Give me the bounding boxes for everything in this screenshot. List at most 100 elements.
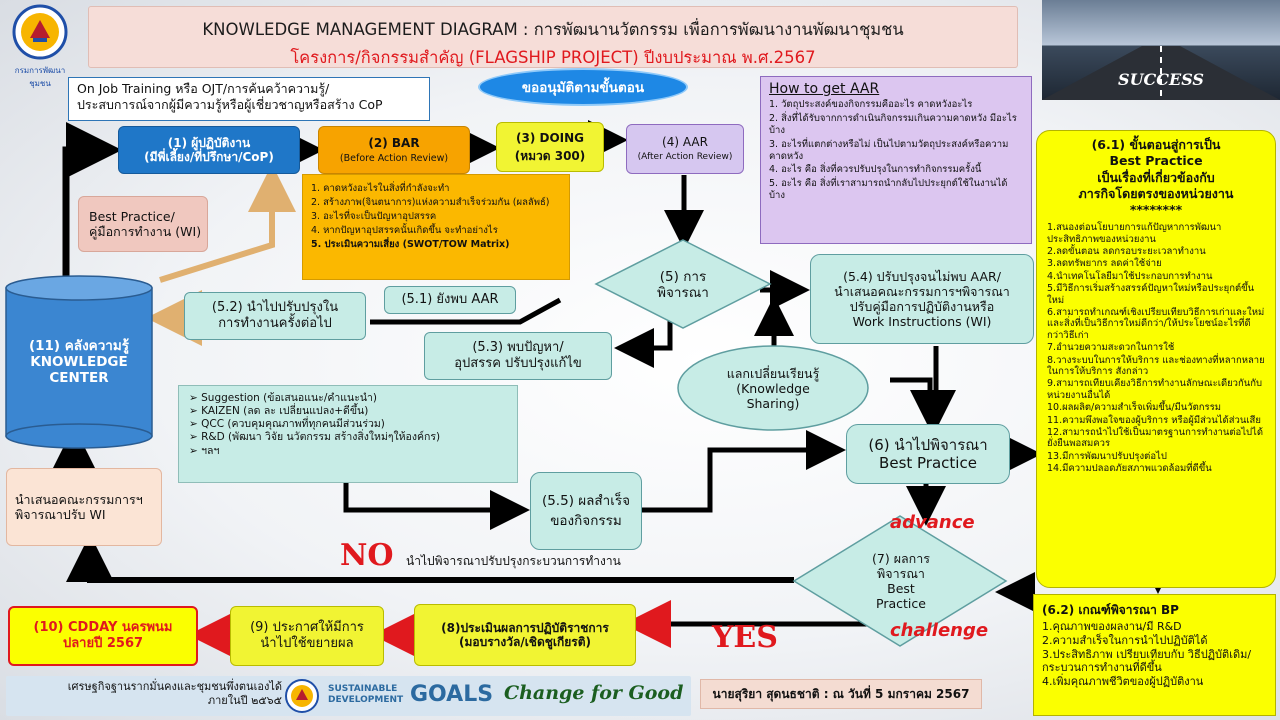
ks-line2: (Knowledge [736, 380, 810, 396]
knowledge-center: (11) คลังความรู้ KNOWLEDGE CENTER [6, 314, 152, 410]
s55-line2: ของกิจกรรม [550, 513, 622, 529]
bp61-item: 5.มีวิธีการเริ่มสร้างสรรค์ปัญหาใหม่หรือป… [1047, 283, 1255, 306]
s54-line2: นำเสนอคณะกรรมการฯพิจารณา [834, 284, 1010, 299]
bar-item: 4. หากปัญหาอุปสรรคนั้นเกิดขึ้น จะทำอย่าง… [311, 224, 498, 236]
s53-line1: (5.3) พบปัญหา/ [472, 340, 564, 356]
challenge-label: challenge [890, 620, 989, 641]
change-for-good-text: Change for Good [504, 682, 684, 704]
success-road-image: SUCCESS [1042, 0, 1280, 100]
step3-line2: (หมวด 300) [514, 148, 586, 163]
arrow-bullet-icon: ➢ [189, 418, 202, 431]
bp62-item: 2.ความสำเร็จในการนำไปปฏิบัติได้ [1042, 633, 1208, 647]
approval-cloud: ขออนุมัติตามขั้นตอน [478, 68, 688, 106]
step2-box: (2) BAR (Before Action Review) [318, 126, 470, 174]
author-date-box: นายสุริยา สุดนธชาติ : ณ วันที่ 5 มกราคม … [700, 679, 982, 709]
arrow-bullet-icon: ➢ [189, 444, 202, 457]
method-item: ➢ KAIZEN (ลด ละ เปลี่ยนแปลง+ดีขึ้น) [189, 405, 369, 418]
step3-line1: (3) DOING [515, 131, 584, 146]
committee-line2: พิจารณาปรับ WI [15, 507, 106, 522]
step8-box: (8)ประเมินผลการปฏิบัติราชการ (มอบรางวัล/… [414, 604, 636, 666]
no-label: NO [340, 538, 394, 573]
bp-criteria-box: (6.2) เกณฑ์พิจารณา BP 1.คุณภาพของผลงาน/ม… [1033, 594, 1276, 716]
step-5-2-box: (5.2) นำไปปรับปรุงใน การทำงานครั้งต่อไป [184, 292, 366, 340]
footer-banner: เศรษฐกิจฐานรากมั่นคงและชุมชนพึ่งตนเองได้… [6, 676, 691, 716]
method-item: ➢ QCC (ควบคุมคุณภาพที่ทุกคนมีส่วนร่วม) [189, 418, 385, 431]
bp61-item: 13.มีการพัฒนาปรับปรุงต่อไป [1047, 450, 1167, 462]
knowledge-sharing: แลกเปลี่ยนเรียนรู้ (Knowledge Sharing) [690, 358, 856, 418]
ks-ellipse-shape [677, 345, 869, 431]
method-item: ➢ ฯลฯ [189, 444, 220, 457]
step-5-5-box: (5.5) ผลสำเร็จ ของกิจกรรม [530, 472, 642, 550]
s10-line2: ปลายปี 2567 [62, 636, 144, 651]
ks-line3: Sharing) [746, 395, 800, 411]
step1-line2: (มีพี่เลี้ยง/ที่ปรึกษา/CoP) [144, 150, 274, 164]
bp-wi-line1: Best Practice/ [89, 209, 175, 224]
arrow-bullet-icon: ➢ [189, 392, 202, 404]
step-5-3-box: (5.3) พบปัญหา/ อุปสรรค ปรับปรุงแก้ไข [424, 332, 612, 380]
improvement-methods-box: ➢ Suggestion (ข้อเสนอแนะ/คำแนะนำ) ➢ KAIZ… [178, 385, 518, 483]
ks-line1: แลกเปลี่ยนเรียนรู้ [726, 365, 820, 381]
how-to-get-aar-title: How to get AAR [769, 81, 880, 97]
bar-item: 3. อะไรที่จะเป็นปัญหาอุปสรรค [311, 210, 437, 222]
aar-item: 4. อะไร คือ สิ่งที่ควรปรับปรุงในการทำกิจ… [769, 164, 982, 176]
s54-line4: Work Instructions (WI) [852, 314, 992, 329]
aar-item: 5. อะไร คือ สิ่งที่เราสามารถนำกลับไปประย… [769, 178, 1008, 202]
s7-line4: Practice [876, 596, 926, 611]
s7-diamond-shape [792, 515, 1008, 647]
success-text: SUCCESS [1118, 70, 1204, 89]
s7-line1: (7) ผลการ [872, 551, 930, 566]
step2-line1: (2) BAR [368, 135, 420, 150]
s8-line1: (8)ประเมินผลการปฏิบัติราชการ [441, 620, 609, 635]
sdg-text: SUSTAINABLE DEVELOPMENT [328, 684, 404, 705]
step9-box: (9) ประกาศให้มีการ นำไปใช้ขยายผล [230, 606, 384, 666]
s6-line2: Best Practice [879, 454, 977, 472]
logo-caption: กรมการพัฒนาชุมชน [14, 66, 66, 88]
step1-box: (1) ผู้ปฏิบัติงาน (มีพี่เลี้ยง/ที่ปรึกษา… [118, 126, 300, 174]
kc-cylinder-shape [5, 275, 153, 449]
title-banner: KNOWLEDGE MANAGEMENT DIAGRAM : การพัฒนาน… [88, 6, 1018, 68]
no-description: นำไปพิจารณาปรับปรุงกระบวนการทำงาน [406, 554, 621, 568]
step-5-4-box: (5.4) ปรับปรุงจนไม่พบ AAR/ นำเสนอคณะกรรม… [810, 254, 1034, 344]
s51-text: (5.1) ยังพบ AAR [401, 292, 499, 308]
s5-line2: พิจารณา [657, 285, 709, 301]
title-line1: KNOWLEDGE MANAGEMENT DIAGRAM : การพัฒนาน… [202, 20, 904, 39]
method-item: ➢ Suggestion (ข้อเสนอแนะ/คำแนะนำ) [189, 392, 378, 404]
committee-line1: นำเสนอคณะกรรมการฯ [15, 492, 143, 507]
bp61-heading2: Best Practice [1109, 153, 1203, 169]
bp61-item: 2.ลดขั้นตอน ลดกรอบระยะเวลาทำงาน [1047, 246, 1206, 258]
bp61-item: 7.อำนวยความสะดวกในการใช้ [1047, 342, 1175, 354]
s53-line2: อุปสรรค ปรับปรุงแก้ไข [454, 356, 582, 371]
step-5-1-box: (5.1) ยังพบ AAR [384, 286, 516, 314]
s5-diamond-shape [594, 239, 772, 329]
s7-line2: พิจารณา [877, 566, 925, 581]
aar-item: 1. วัตถุประสงค์ของกิจกรรมคืออะไร คาดหวัง… [769, 99, 973, 110]
arrow-bullet-icon: ➢ [189, 431, 202, 444]
bp61-item: 1.สนองต่อนโยบายการแก้ปัญหาการพัฒนาประสิท… [1047, 222, 1222, 245]
s9-line1: (9) ประกาศให้มีการ [250, 620, 364, 636]
bp61-item: 14.มีความปลอดภัยสภาพแวดล้อมที่ดีขึ้น [1047, 463, 1212, 475]
s10-line1: (10) CDDAY นครพนม [33, 620, 173, 636]
bp61-item: 12.สามารถนำไปใช้เป็นมาตรฐานการทำงานต่อไป… [1047, 426, 1264, 450]
bp61-item: 11.ความพึงพอใจของผู้บริการ หรือผู้มีส่วน… [1047, 414, 1261, 426]
bp62-item: 3.ประสิทธิภาพ เปรียบเทียบกับ วิธีปฏิบัติ… [1042, 647, 1252, 675]
footer-econ-text: เศรษฐกิจฐานรากมั่นคงและชุมชนพึ่งตนเองได้… [67, 680, 282, 707]
method-item: ➢ R&D (พัฒนา วิจัย นวัตกรรม สร้างสิ่งใหม… [189, 431, 441, 444]
step3-box: (3) DOING (หมวด 300) [496, 122, 604, 172]
aar-item: 2. สิ่งที่ได้รับจากการดำเนินกิจกรรมเกินค… [769, 112, 1017, 136]
kc-line1: (11) คลังความรู้ [28, 337, 130, 354]
cdd-emblem-icon [12, 4, 68, 60]
yes-label: YES [712, 620, 778, 655]
advance-label: advance [890, 512, 975, 533]
s52-line1: (5.2) นำไปปรับปรุงใน [211, 300, 339, 316]
bp61-item: 4.นำเทคโนโลยีมาใช้ประกอบการทำงาน [1047, 270, 1213, 282]
arrow-bullet-icon: ➢ [189, 405, 202, 418]
step4-box: (4) AAR (After Action Review) [626, 124, 744, 174]
bp61-stars: ******** [1129, 202, 1183, 217]
bp61-item: 3.ลดทรัพยากร ลดค่าใช้จ่าย [1047, 258, 1162, 270]
aar-item: 3. อะไรที่แตกต่างหรือไม่ เป็นไปตามวัตถุป… [769, 138, 1009, 162]
step6-box: (6) นำไปพิจารณา Best Practice [846, 424, 1010, 484]
ojt-box: On Job Training หรือ OJT/การค้นคว้าความร… [68, 77, 430, 121]
ojt-line2: ประสบการณ์จากผู้มีความรู้หรือผู้เชี่ยวชา… [77, 97, 383, 113]
step2-line2: (Before Action Review) [339, 153, 449, 164]
